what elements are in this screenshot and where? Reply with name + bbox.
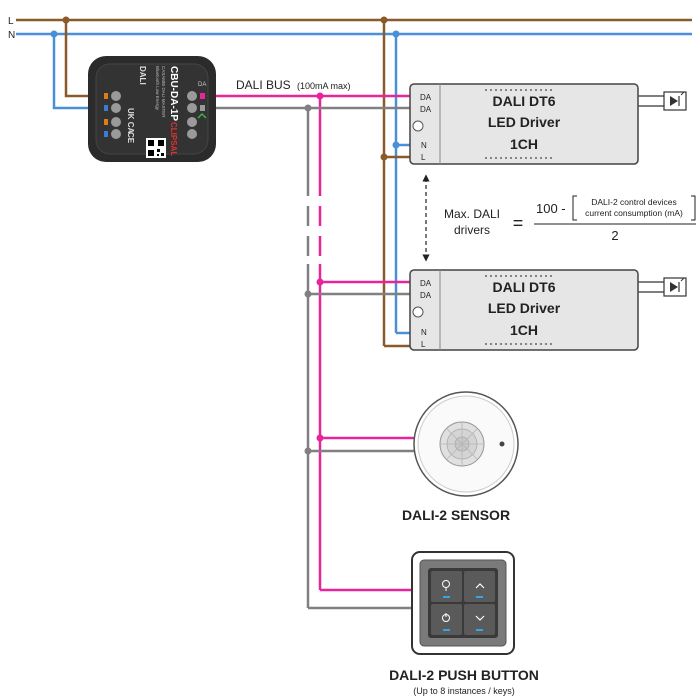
- formula-equals: =: [513, 213, 524, 233]
- formula-denominator: 2: [611, 228, 618, 243]
- push-button-note: (Up to 8 instances / keys): [413, 686, 515, 696]
- dali-logo: DALI: [138, 66, 147, 85]
- controller-model: CBU-DA-1P: [168, 66, 179, 121]
- dali-push-button: DALI-2 PUSH BUTTON (Up to 8 instances / …: [389, 551, 539, 696]
- neutral-label: N: [8, 30, 15, 41]
- svg-text:N: N: [421, 328, 427, 337]
- driver-1-title: DALI DT6: [493, 93, 556, 109]
- power-icon: [442, 613, 450, 622]
- svg-text:DA: DA: [420, 291, 432, 300]
- led-driver-1: DA DA N L DALI DT6 LED Driver 1CH: [409, 83, 687, 165]
- sensor-label: DALI-2 SENSOR: [402, 507, 510, 523]
- svg-text:Bluetooth Low Energy: Bluetooth Low Energy: [155, 66, 160, 111]
- controller-right-terminals: [187, 91, 207, 139]
- neutral-junction-dot: [50, 30, 58, 38]
- svg-text:N: N: [421, 141, 427, 150]
- controller-brand: CLIPSAL: [169, 122, 178, 156]
- dali-bus-label: DALI BUS (100mA max): [236, 78, 351, 92]
- sensor-indicator-dot: [499, 441, 505, 447]
- bulb-icon: [442, 580, 450, 591]
- svg-text:DA: DA: [420, 279, 432, 288]
- push-button-label: DALI-2 PUSH BUTTON: [389, 667, 539, 683]
- led-lamp-icon: [663, 91, 687, 111]
- controller-left-terminals: [104, 91, 121, 139]
- svg-text:DALI-2 control devices: DALI-2 control devices: [591, 197, 677, 207]
- svg-text:DA: DA: [198, 82, 206, 88]
- push-key-1: [431, 571, 462, 602]
- svg-text:DA: DA: [420, 93, 432, 102]
- driver-2-title: DALI DT6: [493, 279, 556, 295]
- svg-text:1CH: 1CH: [510, 322, 538, 338]
- qr-code-icon: [146, 138, 166, 158]
- pir-lens-icon: [439, 421, 485, 467]
- svg-text:1CH: 1CH: [510, 136, 538, 152]
- line-junction-dot: [62, 16, 70, 24]
- led-lamp-icon: [663, 277, 687, 297]
- push-key-3: [431, 604, 462, 635]
- svg-text:DA: DA: [420, 105, 432, 114]
- dali-sensor: DALI-2 SENSOR: [402, 391, 519, 523]
- svg-text:LED Driver: LED Driver: [488, 300, 561, 316]
- svg-text:LED Driver: LED Driver: [488, 114, 561, 130]
- chevron-up-icon: [475, 583, 485, 589]
- svg-text:current consumption (mA): current consumption (mA): [585, 208, 683, 218]
- dali-controller-module: DA CBU-DA-1P CLIPSAL CASAMBI DALI MASTER…: [88, 56, 216, 162]
- svg-text:CASAMBI DALI MASTER: CASAMBI DALI MASTER: [161, 66, 166, 118]
- ukca-mark: UK CA: [126, 108, 135, 134]
- dali-bus-wires: [206, 92, 414, 610]
- svg-text:L: L: [421, 340, 426, 349]
- line-label: L: [8, 16, 14, 27]
- formula-lhs-line1: Max. DALI: [444, 207, 500, 221]
- push-key-2: [464, 571, 495, 602]
- ce-mark: CE: [126, 132, 135, 144]
- formula-lhs-line2: drivers: [454, 223, 490, 237]
- max-drivers-formula: Max. DALI drivers = 100 - DALI-2 control…: [444, 195, 696, 243]
- formula-numerator-prefix: 100 -: [536, 201, 566, 216]
- svg-text:L: L: [421, 153, 426, 162]
- led-driver-2: DA DA N L DALI DT6 LED Driver 1CH: [409, 269, 687, 351]
- chevron-down-icon: [475, 615, 485, 621]
